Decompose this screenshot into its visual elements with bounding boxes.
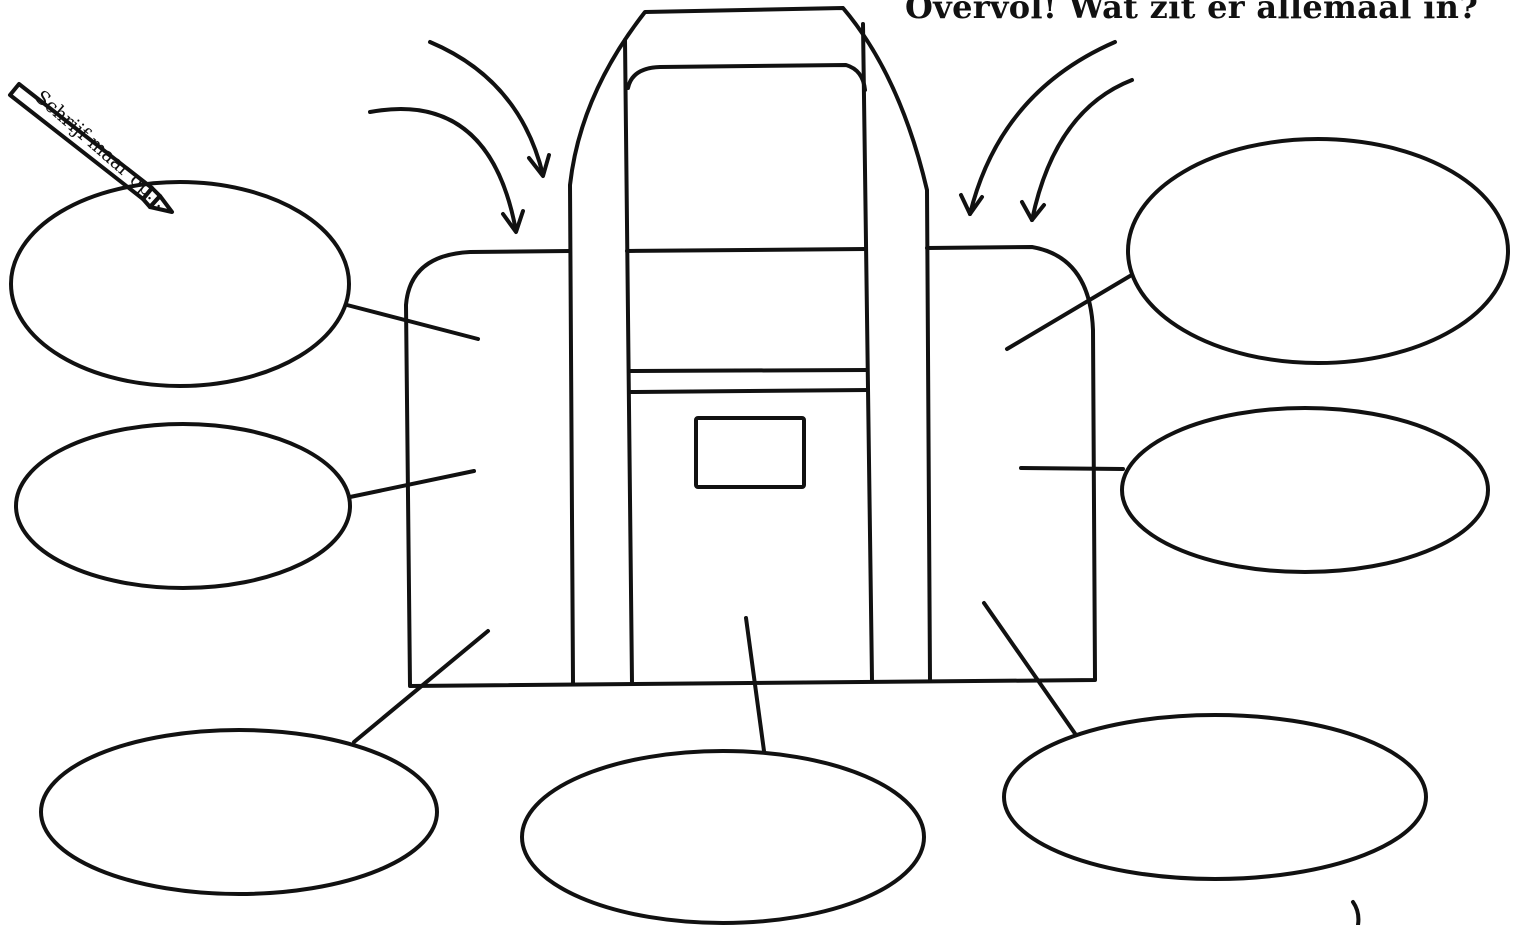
- bag-name-tag: [696, 418, 804, 487]
- answer-bubble-bottom-left: [41, 730, 437, 894]
- bag-strap-left: [625, 40, 632, 683]
- answer-bubble-left-top: [11, 182, 349, 386]
- bag-band-pocket-top: [629, 370, 867, 371]
- arrow-icon: [961, 42, 1115, 214]
- answer-bubble-left-middle: [16, 424, 350, 588]
- connector-line: [1007, 276, 1130, 349]
- bag-band-top: [627, 249, 866, 251]
- arrow-icon: [370, 109, 523, 232]
- answer-bubble-bottom-right: [1004, 715, 1426, 879]
- bag-body: [406, 247, 1095, 686]
- connector-line: [1021, 468, 1123, 469]
- answer-bubble-bottom-center: [522, 751, 924, 923]
- connector-line: [350, 471, 474, 497]
- bag-handle-inner: [628, 65, 865, 90]
- answer-bubble-right-middle: [1122, 408, 1488, 572]
- stray-mark: [1353, 902, 1358, 925]
- bag-strap-right: [863, 24, 872, 680]
- bag-band-pocket-second: [630, 390, 868, 392]
- connector-line: [984, 603, 1076, 735]
- answer-bubble-right-top: [1128, 139, 1508, 363]
- arrow-icon: [1022, 80, 1132, 220]
- connector-line: [347, 305, 478, 339]
- worksheet-title: Overvol! Wat zit er allemaal in?: [905, 0, 1478, 26]
